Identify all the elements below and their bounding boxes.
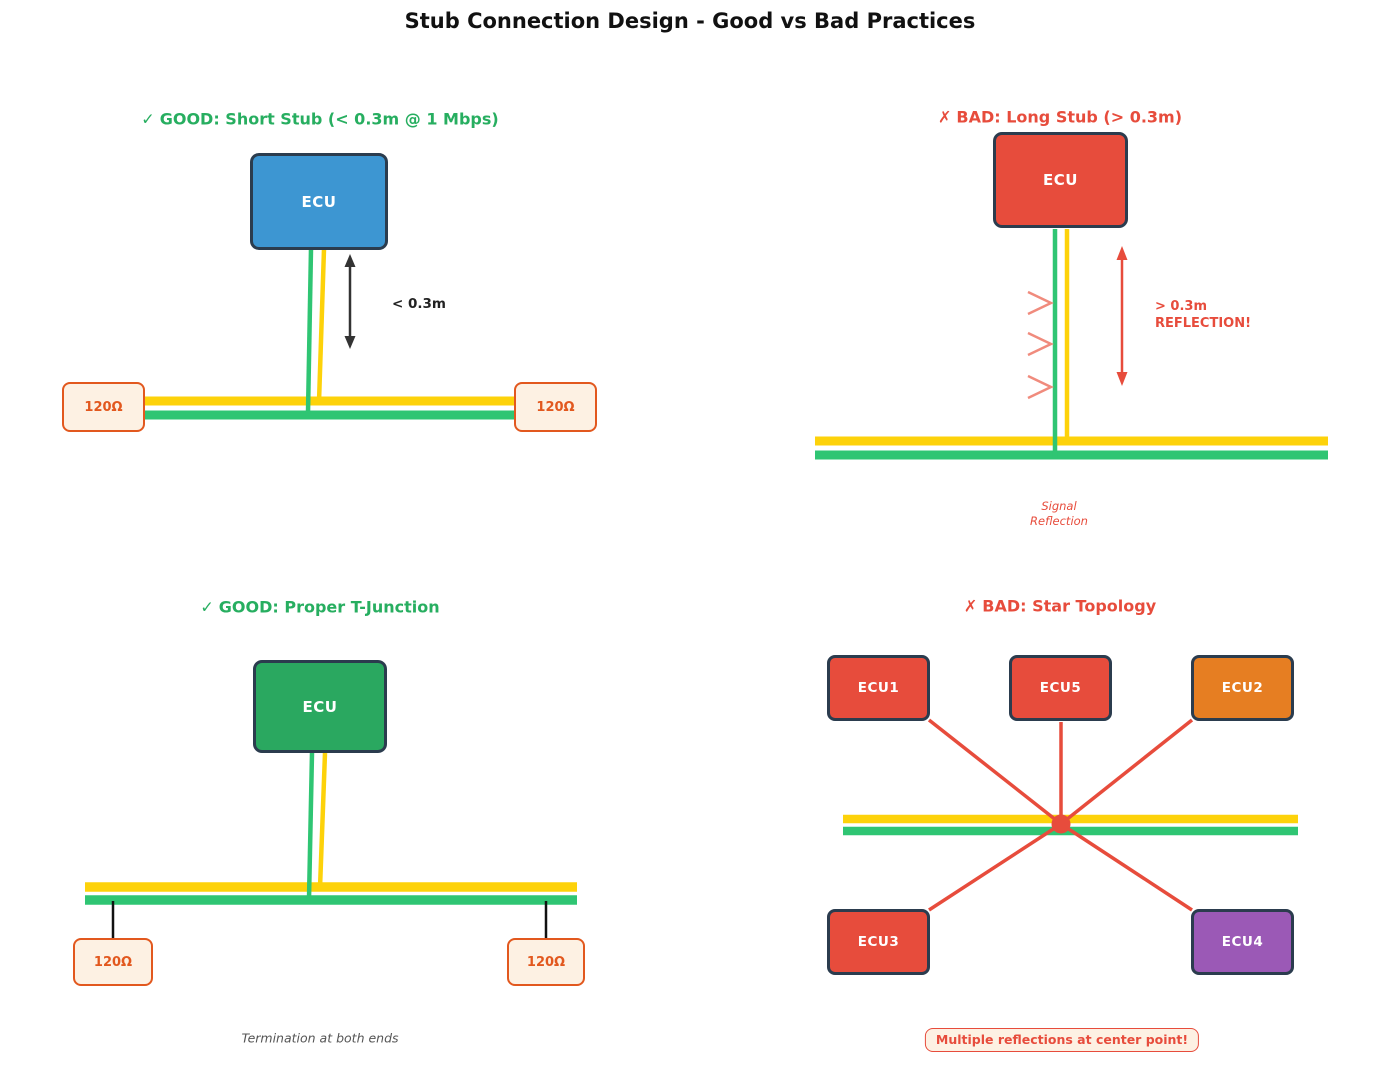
ecu-label: ECU xyxy=(1043,171,1078,189)
panel-title-good-t-junction: ✓GOOD: Proper T-Junction xyxy=(200,598,439,617)
check-icon: ✓ xyxy=(141,109,155,129)
stub-length-arrow xyxy=(344,254,356,349)
star-spoke-ecu3 xyxy=(928,822,1062,912)
stub-length-label: < 0.3m xyxy=(392,296,446,312)
reflection-chevrons xyxy=(1027,290,1054,400)
length-arrow-head-down xyxy=(344,336,356,349)
reflection-arrow-head-up xyxy=(1116,246,1128,260)
panel-title-bad-star-topology: ✗BAD: Star Topology xyxy=(964,597,1156,616)
panel-title-text: BAD: Star Topology xyxy=(982,596,1157,616)
terminator-drop-lines xyxy=(111,901,548,940)
ecu-box-t-junction: ECU xyxy=(253,660,387,753)
long-stub-bus xyxy=(815,436,1328,460)
page-title: Stub Connection Design - Good vs Bad Pra… xyxy=(404,9,976,33)
ecu-box-ecu4: ECU4 xyxy=(1191,909,1294,975)
ecu-label: ECU5 xyxy=(1039,680,1082,696)
star-spoke-ecu4 xyxy=(1060,822,1193,912)
cross-icon: ✗ xyxy=(937,107,952,127)
t-junction-bus xyxy=(85,882,577,905)
terminator-left: 120Ω xyxy=(62,382,145,432)
signal-reflection-caption: Signal Reflection xyxy=(1030,499,1088,529)
stub-line-green xyxy=(306,752,315,900)
terminator-label: 120Ω xyxy=(93,954,133,970)
panel-title-text: GOOD: Proper T-Junction xyxy=(218,597,440,617)
ecu-label: ECU1 xyxy=(857,680,900,696)
short-stub-lines xyxy=(305,248,327,414)
long-stub-lines xyxy=(1052,229,1070,458)
signal-reflection-caption-line1: Signal xyxy=(1041,499,1077,513)
reflection-chevron-icon xyxy=(1027,374,1054,400)
reflection-chevron-icon xyxy=(1027,290,1054,316)
reflection-chevron-icon xyxy=(1027,331,1054,357)
ecu-box-ecu3: ECU3 xyxy=(827,909,930,975)
terminator-right: 120Ω xyxy=(514,382,597,432)
ecu-label: ECU xyxy=(301,192,337,211)
ecu-label: ECU2 xyxy=(1221,680,1264,696)
terminator-label: 120Ω xyxy=(84,399,123,415)
star-spoke-ecu1 xyxy=(927,718,1063,826)
panel-title-text: GOOD: Short Stub (< 0.3m @ 1 Mbps) xyxy=(159,109,499,129)
ecu-box-short-stub: ECU xyxy=(250,153,388,250)
ecu-label: ECU xyxy=(302,697,338,716)
panel-title-bad-long-stub: ✗BAD: Long Stub (> 0.3m) xyxy=(938,108,1182,127)
ecu-box-ecu2: ECU2 xyxy=(1191,655,1294,721)
star-center-point xyxy=(1051,814,1071,834)
reflection-arrow-head-down xyxy=(1116,372,1128,386)
length-arrow-head-up xyxy=(344,254,356,267)
ecu-label: ECU4 xyxy=(1221,934,1264,950)
ecu-box-ecu5: ECU5 xyxy=(1009,655,1112,721)
ecu-box-ecu1: ECU1 xyxy=(827,655,930,721)
panel-title-text: BAD: Long Stub (> 0.3m) xyxy=(956,107,1183,127)
stub-line-yellow xyxy=(316,248,327,403)
reflection-warning-line2: REFLECTION! xyxy=(1155,315,1252,331)
terminator-left: 120Ω xyxy=(73,938,153,986)
terminator-right: 120Ω xyxy=(507,938,585,986)
termination-caption: Termination at both ends xyxy=(241,1030,399,1046)
check-icon: ✓ xyxy=(200,597,214,617)
stub-line-green xyxy=(305,248,314,414)
reflection-length-arrow xyxy=(1116,246,1128,386)
t-junction-stub-lines xyxy=(306,752,328,900)
terminator-label: 120Ω xyxy=(536,399,575,415)
signal-reflection-caption-line2: Reflection xyxy=(1030,514,1088,528)
short-stub-bus xyxy=(104,396,556,420)
reflection-warning-label: > 0.3m REFLECTION! xyxy=(1155,299,1251,332)
star-spokes xyxy=(927,718,1194,912)
ecu-box-long-stub: ECU xyxy=(993,132,1128,228)
reflection-warning-line1: > 0.3m xyxy=(1155,299,1207,314)
panel-title-good-short-stub: ✓GOOD: Short Stub (< 0.3m @ 1 Mbps) xyxy=(141,110,498,129)
cross-icon: ✗ xyxy=(963,596,978,616)
stub-line-yellow xyxy=(317,752,328,889)
star-spoke-ecu2 xyxy=(1059,718,1194,826)
star-warning-badge: Multiple reflections at center point! xyxy=(924,1028,1200,1052)
terminator-label: 120Ω xyxy=(526,954,566,970)
ecu-label: ECU3 xyxy=(857,934,900,950)
